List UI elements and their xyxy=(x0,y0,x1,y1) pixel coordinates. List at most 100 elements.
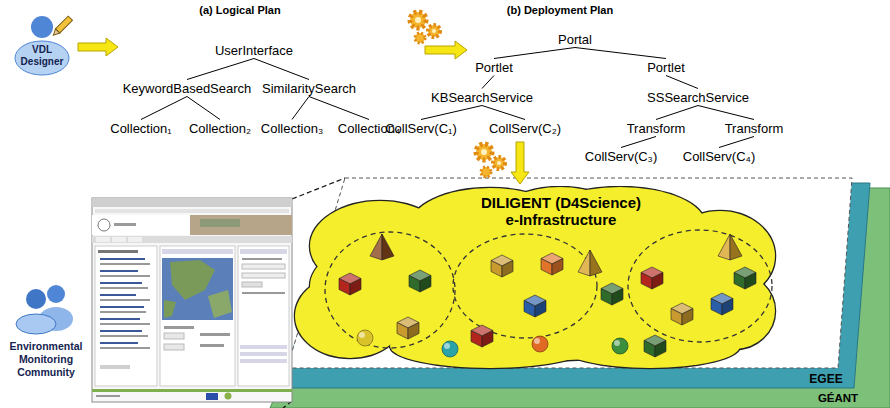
node-label: Portlet xyxy=(475,60,513,75)
tree-connector xyxy=(719,137,754,148)
person-body xyxy=(15,41,69,75)
tree-node: CollServ(C₄) xyxy=(680,148,758,165)
text-label: Environmental Monitoring Community xyxy=(4,340,88,379)
tree-connector xyxy=(187,97,220,120)
cube-right xyxy=(408,323,419,340)
sphere xyxy=(442,341,458,357)
node-label: CollServ(C₃) xyxy=(585,149,657,164)
tree-node: Collection₁ xyxy=(107,120,174,137)
sphere xyxy=(612,338,628,354)
cloud-fill xyxy=(390,324,590,368)
cube-right xyxy=(652,273,663,290)
tree-connector xyxy=(482,76,494,89)
cube-left xyxy=(711,299,722,316)
gear-icon xyxy=(410,12,440,43)
sphere-highlight xyxy=(534,338,540,344)
text-label: VDL Designer xyxy=(17,44,67,68)
node-label: KeywordBasedSearch xyxy=(123,81,252,96)
node-label: UserInterface xyxy=(215,43,293,58)
cube-right xyxy=(502,261,513,278)
person-body xyxy=(16,314,56,334)
node-label: CollServ(C₄) xyxy=(683,149,755,164)
node-label: KBSearchService xyxy=(431,90,533,105)
cube-right xyxy=(655,341,666,358)
text-label: GÉANT xyxy=(818,391,858,405)
cube-right xyxy=(682,309,693,326)
node-label: Portlet xyxy=(647,60,685,75)
tree-node: CollServ(C₂) xyxy=(486,120,564,137)
pyramid-right xyxy=(730,234,742,260)
node-label: Transform xyxy=(725,121,784,136)
cube-left xyxy=(471,331,482,348)
flow-arrow xyxy=(511,142,529,184)
tree-node: CollServ(C₃) xyxy=(582,148,660,165)
tree-node: Transform xyxy=(722,120,787,137)
tree-node: Portlet xyxy=(472,59,516,76)
cube-right xyxy=(722,299,733,316)
label-box: GÉANT xyxy=(818,391,858,405)
tree-node: KeywordBasedSearch xyxy=(120,80,255,97)
resource-group xyxy=(453,234,597,338)
flow-arrow xyxy=(78,38,118,56)
cube-left xyxy=(409,276,420,293)
cube-right xyxy=(350,279,361,296)
node-label: Collection₁ xyxy=(110,121,171,136)
tree-connector xyxy=(656,106,698,120)
cube-left xyxy=(491,261,502,278)
cloud-fill xyxy=(295,274,405,358)
cube-right xyxy=(420,276,431,293)
cube-left xyxy=(339,279,350,296)
node-label: Portal xyxy=(558,32,592,47)
text-label: (a) Logical Plan xyxy=(199,4,280,17)
node-label: Collection₃ xyxy=(261,121,323,136)
tree-connector xyxy=(187,59,254,80)
tree-connector xyxy=(421,106,482,120)
cube-left xyxy=(641,273,652,290)
sphere-highlight xyxy=(444,343,450,349)
pyramid-left xyxy=(578,250,590,276)
text-label: EGEE xyxy=(809,372,842,386)
cube-left xyxy=(644,341,655,358)
resource-group xyxy=(628,230,772,342)
tree-node: Portal xyxy=(555,31,595,48)
tree-connector xyxy=(482,106,525,120)
tree-connector xyxy=(621,137,656,148)
cube-right xyxy=(535,301,546,318)
sphere xyxy=(532,336,548,352)
node-label: SSSearchService xyxy=(647,90,749,105)
gear-icon xyxy=(476,144,505,177)
cube-right xyxy=(552,259,563,276)
label-box: (a) Logical Plan xyxy=(199,4,280,17)
cube-left xyxy=(524,301,535,318)
sphere-highlight xyxy=(359,332,365,338)
node-label: Collection₂ xyxy=(189,121,251,136)
cube-left xyxy=(734,273,745,290)
portal-screenshot xyxy=(92,198,292,402)
zoom-line xyxy=(292,178,345,199)
tree-connector xyxy=(698,106,754,120)
pyramid-right xyxy=(590,250,602,276)
tree-node: SSSearchService xyxy=(644,89,752,106)
sphere-highlight xyxy=(614,340,620,346)
cube-left xyxy=(397,323,408,340)
cube-right xyxy=(745,273,756,290)
tree-node: CollServ(C₁) xyxy=(382,120,460,137)
pyramid-left xyxy=(370,234,382,260)
label-box: EGEE xyxy=(809,372,842,386)
node-label: CollServ(C₁) xyxy=(385,121,457,136)
pyramid-left xyxy=(718,234,730,260)
tree-node: UserInterface xyxy=(212,42,296,59)
tree-connector xyxy=(309,97,369,120)
tree-connector xyxy=(575,48,666,59)
cloud-outline xyxy=(295,274,405,358)
person-head xyxy=(31,16,53,38)
region-title: DILIGENT (D4Science) e-Infrastructure xyxy=(475,194,647,228)
tree-node: Collection₂ xyxy=(186,120,254,137)
infrastructure-plane xyxy=(287,178,852,368)
text-label: (b) Deployment Plan xyxy=(507,4,613,17)
node-label: Transform xyxy=(627,121,686,136)
tree-connector xyxy=(292,97,309,120)
cloud-outline xyxy=(390,324,590,368)
cube-left xyxy=(601,289,612,306)
